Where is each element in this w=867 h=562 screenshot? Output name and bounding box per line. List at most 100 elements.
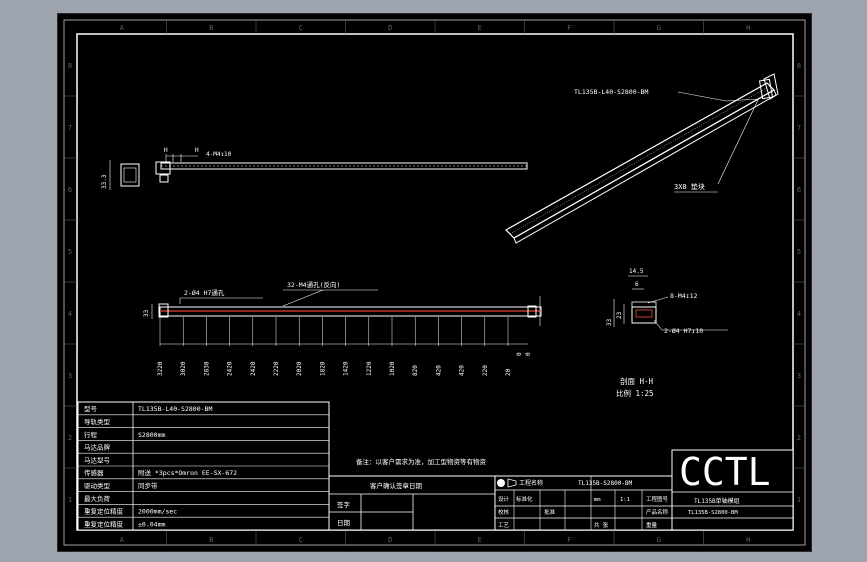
top-note-leader [282, 289, 324, 307]
title-block: 工程名称 TL135B-S2800-BM 设计 标准化 mm 1:1 工程图号 … [494, 449, 794, 531]
zone-letter-bottom: B [209, 536, 213, 544]
tb-check: 校核 [498, 508, 510, 516]
rail-top-outline [160, 162, 528, 170]
zone-number-left: 3 [68, 372, 72, 380]
iso-end-cap [763, 73, 779, 100]
iso-rail-face [505, 82, 775, 239]
section-thread-note: 8-M4↧12 [670, 292, 697, 300]
callout-leader-2 [717, 99, 759, 185]
thread-note-leader [647, 296, 669, 304]
approval-frame [328, 475, 496, 531]
spec-value: 同步带 [138, 482, 158, 490]
tb-product-name: TL135B单轴模组 [694, 497, 740, 505]
zone-letter-bottom: D [388, 536, 392, 544]
top-view: H H 4-M4↧10 33.3 [101, 147, 528, 190]
zone-letter-bottom: A [120, 536, 125, 544]
zone-number-right: 8 [797, 62, 801, 70]
front-top-note: 32-M4通孔(反向) [287, 280, 340, 289]
zone-number-left: 6 [68, 186, 72, 194]
tb-scale: 1:1 [620, 497, 630, 503]
dim-h1: H [195, 147, 199, 154]
spec-value: S2800mm [138, 431, 165, 439]
spec-label: 行程 [84, 430, 98, 439]
callout-leader-1b [725, 98, 759, 102]
projection-symbol-cone [507, 478, 517, 488]
callout-leader-1 [677, 91, 727, 102]
zone-letter-top: A [120, 24, 125, 32]
zone-letter-bottom: G [657, 536, 661, 544]
outer-frame [63, 19, 806, 546]
logo-box [671, 449, 794, 531]
approval-sign: 签字 [337, 500, 351, 509]
end-profile [120, 163, 140, 187]
spec-value: 2000mm/sec [138, 508, 177, 516]
station-dim: 3020 [180, 361, 187, 376]
tb-weight: 重量 [646, 521, 658, 529]
spec-label: 马达品牌 [84, 443, 111, 452]
tb-project-label: 工程名称 [519, 479, 543, 487]
station-dim: 2020 [296, 361, 303, 376]
station-dim: 1820 [319, 361, 326, 376]
zone-number-right: 7 [797, 124, 801, 132]
zone-number-left: 2 [68, 434, 72, 442]
front-end-block-left [158, 303, 169, 318]
iso-rail-holes [509, 85, 771, 235]
section-side-dim-2: 23 [616, 311, 623, 319]
spec-value: ±0.04mm [138, 520, 165, 528]
spec-label: 型号 [84, 404, 98, 413]
section-pin-note: 2-Ø4 H7↧10 [664, 327, 703, 335]
station-dim: 2420 [250, 361, 257, 376]
zone-letter-top: B [209, 24, 213, 32]
zone-number-right: 2 [797, 434, 801, 442]
zone-number-right: 6 [797, 186, 801, 194]
station-dim: 1420 [343, 361, 350, 376]
station-dim: 820 [412, 365, 419, 376]
front-end-block-right [527, 305, 537, 318]
iso-rail-side [513, 89, 777, 244]
zone-letter-top: D [388, 24, 392, 32]
center-note: 备注：以客户需求为准，加工型物资等有物资 [356, 457, 487, 466]
approval-header: 客户确认签章日期 [370, 481, 423, 490]
section-top-dim-2: 6 [635, 281, 639, 288]
station-dim: 20 [505, 368, 512, 376]
zone-number-left: 4 [68, 310, 72, 318]
spec-label: 最大负荷 [84, 494, 111, 503]
tb-design: 设计 [498, 495, 510, 503]
tb-sheet: 共 张 [594, 521, 609, 529]
end-dim-1: 0 [525, 352, 532, 356]
zone-letter-top: F [567, 24, 571, 32]
tb-approve: 批准 [544, 508, 556, 516]
zone-letter-bottom: E [478, 536, 482, 544]
top-view-motor-block [159, 174, 169, 183]
approval-date: 日期 [337, 519, 351, 527]
zone-letter-top: C [299, 24, 303, 32]
station-dim: 1020 [389, 361, 396, 376]
end-profile-inner [123, 167, 137, 183]
zone-letter-top: E [478, 24, 482, 32]
side-dim-text: 33.3 [101, 174, 108, 189]
tb-product-label: 产品名称 [646, 508, 669, 516]
zone-number-right: 4 [797, 310, 801, 318]
approval-box: 客户确认签章日期 签字 日期 [328, 475, 496, 531]
pin-note-leader [653, 319, 663, 331]
station-dim: 3220 [157, 361, 164, 376]
station-dim: 420 [459, 365, 466, 376]
iso-motor-block [758, 78, 774, 100]
part-callout: TL135B-L40-S2800-BM [574, 88, 648, 96]
spec-label: 驱动类型 [84, 481, 111, 490]
height-dim: 33 [143, 309, 150, 317]
tb-part-number: TL135B-S2800-BM [688, 510, 738, 516]
tb-unit: mm [594, 497, 601, 503]
section-view: 14.5 6 8-M4↧12 33 23 2-Ø4 H7↧10 剖面 H-H 比… [606, 268, 728, 398]
zone-number-left: 5 [68, 248, 72, 256]
iso-note: 3X8 垫块 [674, 182, 705, 191]
dim-h: H [164, 147, 168, 154]
spec-label: 马达型号 [84, 455, 111, 464]
tb-craft: 工艺 [498, 522, 510, 529]
station-dim: 1220 [366, 361, 373, 376]
